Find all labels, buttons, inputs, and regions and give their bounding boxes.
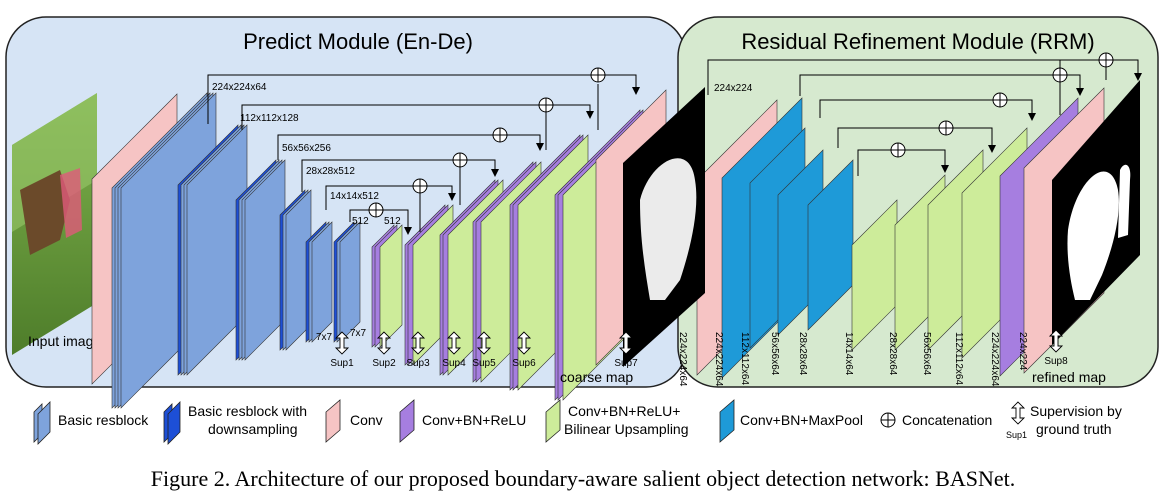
dim-label: 28x28x512 xyxy=(306,166,355,177)
rrm-title: Residual Refinement Module (RRM) xyxy=(741,29,1094,54)
legend-supervision-1: Supervision by xyxy=(1030,403,1122,419)
legend-conv-bn-relu-up-1: Conv+BN+ReLU+ xyxy=(568,403,680,419)
dim-label: 224x224 xyxy=(1017,332,1028,371)
supervision-arrow-icon xyxy=(1048,329,1064,353)
resblock-slab xyxy=(311,221,333,343)
rrm-dim-labels: 224x224x64 224x224x64 112x112x64 56x56x6… xyxy=(677,332,1028,387)
supervision-label: Sup2 xyxy=(372,358,396,369)
supervision-arrow-icon xyxy=(376,331,392,355)
supervision-markers: Sup1 Sup2 Sup3 Sup4 Sup5 Sup6 Sup7 Sup8 xyxy=(330,329,1068,369)
legend-supervision-sup: Sup1 xyxy=(1006,430,1027,440)
legend-swatch-conv-bn-relu xyxy=(399,399,415,443)
refined-map-label: refined map xyxy=(1032,369,1106,385)
legend-basic-resblock-down-1: Basic resblock with xyxy=(188,403,307,419)
legend-conv: Conv xyxy=(350,412,383,428)
legend-swatch-conv xyxy=(325,399,341,443)
supervision-label: Sup5 xyxy=(472,358,496,369)
legend: Basic resblock Basic resblock with downs… xyxy=(33,399,1122,445)
dim-label: 112x112x128 xyxy=(240,113,299,124)
coarse-map xyxy=(623,87,705,367)
supervision-arrow-icon xyxy=(516,331,532,355)
skip-connections xyxy=(207,59,1142,235)
supervision-arrow-icon xyxy=(446,331,462,355)
supervision-arrow-icon xyxy=(334,331,350,355)
dim-label: 56x56x64 xyxy=(921,332,932,376)
supervision-label: Sup1 xyxy=(330,358,354,369)
legend-conv-bn-relu-up-2: Bilinear Upsampling xyxy=(564,421,689,437)
dim-label: 112x112x64 xyxy=(739,332,750,385)
dim-label: 7x7 xyxy=(350,328,367,339)
dim-label: 14x14x512 xyxy=(330,191,379,202)
dim-label: 224x224x64 xyxy=(989,332,1000,387)
legend-swatch-upsample xyxy=(545,399,561,443)
dim-label: 56x56x256 xyxy=(282,143,331,154)
supervision-arrow-icon xyxy=(618,331,634,355)
dim-label: 112x112x64 xyxy=(953,332,964,385)
legend-supervision-icon xyxy=(1010,401,1026,425)
legend-basic-resblock: Basic resblock xyxy=(58,412,149,428)
dim-label: 224x224x64 xyxy=(677,332,688,387)
supervision-label: Sup7 xyxy=(614,358,638,369)
dim-label: 224x224x64 xyxy=(713,332,724,387)
dim-label: 512 xyxy=(352,216,369,227)
legend-swatch-maxpool xyxy=(719,399,735,443)
supervision-label: Sup6 xyxy=(512,358,536,369)
legend-conv-bn-relu: Conv+BN+ReLU xyxy=(422,412,526,428)
supervision-label: Sup8 xyxy=(1044,356,1068,367)
legend-conv-bn-maxpool: Conv+BN+MaxPool xyxy=(740,412,863,428)
dim-label: 7x7 xyxy=(316,332,333,343)
upsample-slab xyxy=(379,224,403,348)
legend-supervision-2: ground truth xyxy=(1036,421,1112,437)
supervision-arrow-icon xyxy=(410,331,426,355)
input-image xyxy=(12,93,97,355)
legend-concatenation: Concatenation xyxy=(902,412,992,428)
supervision-label: Sup4 xyxy=(442,358,466,369)
figure-caption: Figure 2. Architecture of our proposed b… xyxy=(150,466,1016,491)
legend-basic-resblock-down-2: downsampling xyxy=(208,421,298,437)
dim-label: 56x56x64 xyxy=(769,332,780,376)
coarse-map-label: coarse map xyxy=(560,369,633,385)
dim-label: 224x224x64 xyxy=(212,82,267,93)
predict-module-title: Predict Module (En-De) xyxy=(243,29,473,54)
resblock-slab xyxy=(339,221,361,343)
input-image-label: Input image xyxy=(28,333,101,349)
supervision-arrow-icon xyxy=(476,331,492,355)
dim-label: 512 xyxy=(384,216,401,227)
dim-label: 28x28x64 xyxy=(797,332,808,376)
dim-label: 224x224 xyxy=(714,83,753,94)
dim-label: 28x28x64 xyxy=(887,332,898,376)
supervision-label: Sup3 xyxy=(406,358,430,369)
dim-label: 14x14x64 xyxy=(843,332,854,376)
refined-map xyxy=(1052,80,1140,345)
